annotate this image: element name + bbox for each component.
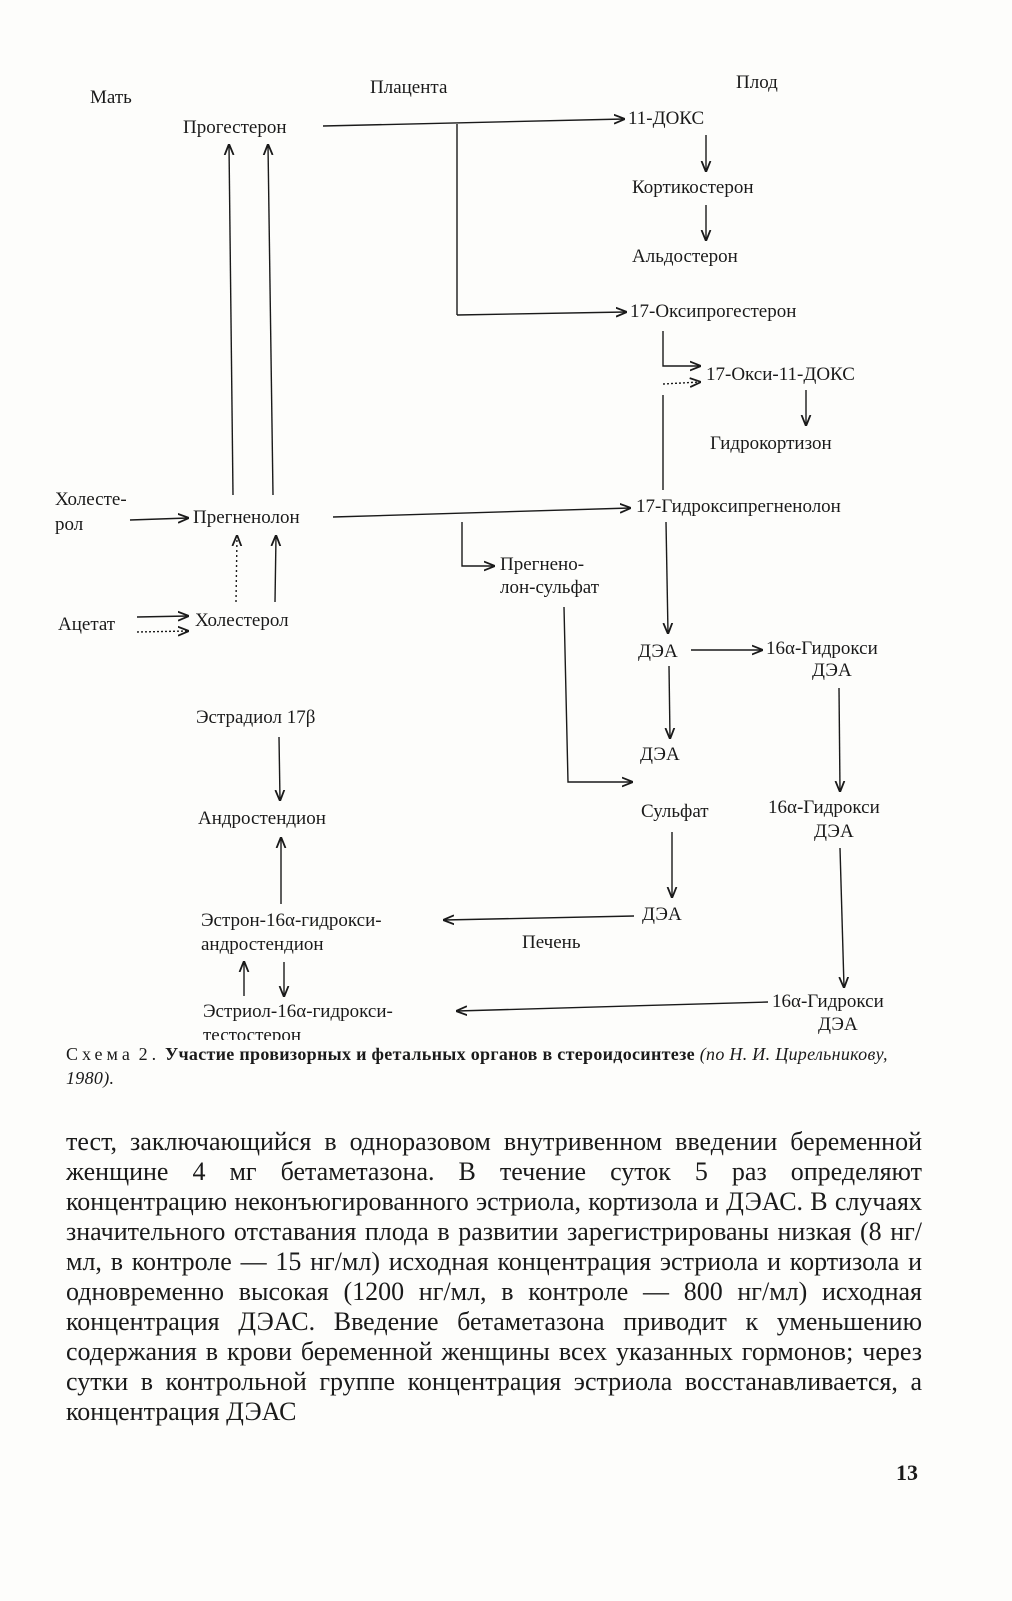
arrow-estradiol-to-androstenedione <box>279 736 280 800</box>
arrow-cholesterol-to-pregnenolone <box>275 536 276 603</box>
node-hydrocortisone: Гидрокортизон <box>710 433 832 454</box>
arrow-dotted-to-17-oxy-11-doks <box>662 382 700 384</box>
node-sulfate: Сульфат <box>641 801 709 822</box>
header-fetus: Плод <box>736 72 778 93</box>
arrow-to-pregnenolone-sulfate <box>461 522 494 566</box>
node-16a-hydroxy-dea-2-line2: ДЭА <box>814 821 854 842</box>
node-17-hydroxypregnenolone: 17-Гидроксипрегненолон <box>636 496 841 517</box>
node-acetate: Ацетат <box>58 614 116 635</box>
arrow-to-17-oxyprogesterone <box>456 312 626 315</box>
node-16a-hydroxy-dea-2-line1: 16α-Гидрокси <box>768 797 880 818</box>
node-17-oxy-11-doks: 17-Окси-11-ДОКС <box>706 364 855 385</box>
arrow-pregnenolone-to-17-hydroxypregnenolone <box>332 508 630 518</box>
node-corticosterone: Кортикостерон <box>632 177 754 198</box>
body-paragraph: тест, заключающийся в одноразовом внутри… <box>66 1127 922 1426</box>
node-16a-hydroxy-dea-1-line2: ДЭА <box>812 660 852 681</box>
node-progesterone: Прогестерон <box>183 117 287 138</box>
node-cholesterol: Холестерол <box>195 610 289 631</box>
arrow-dea-to-estrone <box>444 916 635 920</box>
node-androstenedione: Андростендион <box>198 808 326 829</box>
arrow-pregnenolone-sulfate-to-sulfate <box>563 606 632 782</box>
diagram-caption: Схема 2. Участие провизорных и фетальных… <box>66 1042 926 1090</box>
page-number: 13 <box>896 1460 918 1485</box>
node-estriol-line1: Эстриол-16α-гидрокси- <box>203 1001 393 1022</box>
arrow-cholesterol-source-to-pregnenolone <box>129 518 188 520</box>
arrow-acetate-to-cholesterol <box>136 616 188 617</box>
node-cholesterol-source-line1: Холесте- <box>55 489 127 510</box>
caption-scheme-word: Схема <box>66 1044 134 1064</box>
arrow-dea-to-dea <box>669 665 670 738</box>
node-estriol-line2: тестостерон <box>203 1025 301 1040</box>
label-liver: Печень <box>522 932 581 953</box>
arrow-progesterone-to-11-doks <box>322 119 624 127</box>
node-estrone-line2: андростендион <box>201 934 324 955</box>
node-11-doks: 11-ДОКС <box>628 108 704 129</box>
node-cholesterol-source-line2: рол <box>55 514 84 535</box>
node-dea-1: ДЭА <box>638 641 678 662</box>
arrow-16a-hydroxy-dea-down-2 <box>840 847 844 987</box>
arrow-dotted-acetate-to-cholesterol <box>136 631 188 632</box>
node-16a-hydroxy-dea-3-line2: ДЭА <box>818 1014 858 1035</box>
arrow-17-hydroxypregnenolone-to-dea <box>666 521 668 633</box>
node-estradiol: Эстрадиол 17β <box>196 707 315 728</box>
node-16a-hydroxy-dea-3-line1: 16α-Гидрокси <box>772 991 884 1012</box>
node-dea-2: ДЭА <box>640 744 680 765</box>
arrow-pregnenolone-to-progesterone-right <box>268 145 274 496</box>
node-pregnenolone-sulfate-line1: Прегнено- <box>500 554 584 575</box>
header-placenta: Плацента <box>370 77 448 98</box>
caption-title: Участие провизорных и фетальных органов … <box>164 1044 695 1064</box>
node-17-oxyprogesterone: 17-Оксипрогестерон <box>630 301 796 322</box>
node-pregnenolone-sulfate-line2: лон-сульфат <box>500 577 600 598</box>
arrow-17-oxyprogesterone-to-17-oxy-11-doks <box>662 331 700 366</box>
node-pregnenolone: Прегненолон <box>193 507 300 528</box>
node-16a-hydroxy-dea-1-line1: 16α-Гидрокси <box>766 638 878 659</box>
arrow-16a-hydroxy-dea-to-estriol <box>457 1001 769 1011</box>
header-mother: Мать <box>90 87 132 108</box>
node-aldosterone: Альдостерон <box>632 246 738 267</box>
node-estrone-line1: Эстрон-16α-гидрокси- <box>201 910 382 931</box>
arrow-dotted-cholesterol-to-pregnenolone <box>236 536 237 603</box>
caption-source: (по Н. И. Цирельникову, 1980). <box>66 1044 888 1088</box>
caption-scheme-number: 2. <box>138 1044 161 1064</box>
steroidogenesis-diagram: Мать Плацента Плод Прогестерон 11-ДОКС К… <box>55 72 884 1040</box>
arrow-pregnenolone-to-progesterone-left <box>229 145 233 496</box>
node-dea-3: ДЭА <box>642 904 682 925</box>
diagram-connectors <box>129 119 844 1011</box>
arrow-16a-hydroxy-dea-down <box>839 687 840 791</box>
